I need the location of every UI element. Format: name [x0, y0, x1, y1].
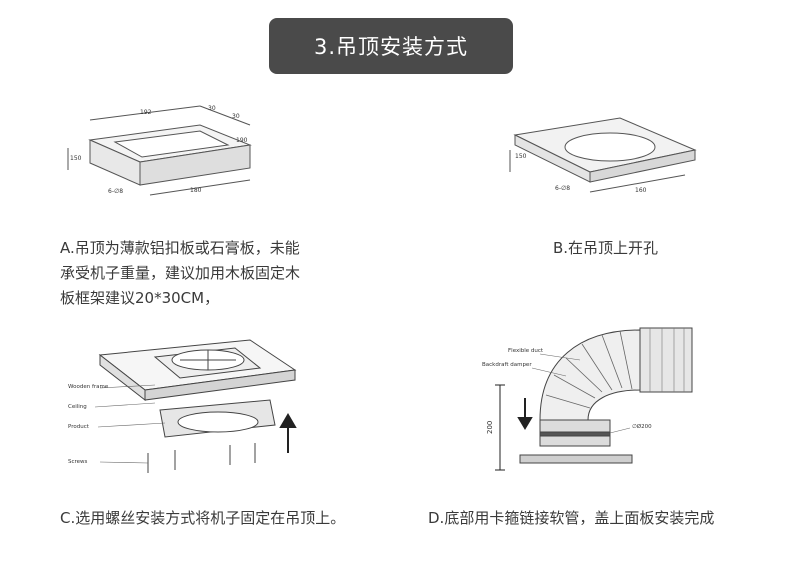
label-d-diameter: ∅Ø200 [632, 423, 652, 430]
caption-a: A.吊顶为薄款铝扣板或石膏板，未能 承受机子重量，建议加用木板固定木 板框架建议… [60, 236, 390, 311]
section-title: 3.吊顶安装方式 [269, 18, 513, 74]
dim-b-1: 150 [515, 153, 527, 160]
dim-a-2: 30 [208, 105, 216, 112]
caption-b-text: B.在吊顶上开孔 [553, 239, 659, 257]
caption-d: D.底部用卡箍链接软管，盖上面板安装完成 [428, 506, 714, 531]
dim-a-1: 192 [140, 109, 152, 116]
caption-c: C.选用螺丝安装方式将机子固定在吊顶上。 [60, 506, 345, 531]
label-d-flexible-duct: Flexible duct [508, 348, 544, 354]
diagram-d-duct-connection: Flexible duct Backdraft damper ∅Ø200 200 [482, 327, 693, 471]
diagram-c-screw-mount: Wooden frame Ceiling Product Screws [68, 339, 297, 473]
dim-a-4: 190 [236, 137, 248, 144]
label-c-ceiling: Ceiling [68, 404, 87, 410]
caption-a-line-1: A.吊顶为薄款铝扣板或石膏板，未能 [60, 239, 300, 257]
section-title-text: 3.吊顶安装方式 [313, 35, 469, 59]
label-d-backdraft-damper: Backdraft damper [482, 362, 532, 368]
caption-d-text: D.底部用卡箍链接软管，盖上面板安装完成 [428, 509, 715, 527]
caption-c-text: C.选用螺丝安装方式将机子固定在吊顶上。 [60, 509, 346, 527]
dim-a-6: 180 [190, 187, 202, 194]
caption-a-line-3: 板框架建议20*30CM， [60, 289, 220, 307]
caption-a-line-2: 承受机子重量，建议加用木板固定木 [60, 264, 301, 282]
dim-a-7: 6-∅8 [108, 188, 123, 195]
diagram-b-ceiling-hole: 150 160 6-∅8 [509, 117, 697, 194]
caption-b: B.在吊顶上开孔 [553, 236, 658, 261]
dim-a-5: 150 [70, 155, 82, 162]
dim-b-2: 160 [635, 187, 647, 194]
dim-b-3: 6-∅8 [555, 185, 570, 192]
label-c-screws: Screws [68, 459, 88, 465]
label-c-wooden-frame: Wooden frame [68, 384, 109, 390]
dim-d-height: 200 [486, 421, 494, 434]
diagram-a-wood-frame: 192 30 30 190 150 180 6-∅8 [67, 105, 252, 196]
dim-a-3: 30 [232, 113, 240, 120]
label-c-product: Product [68, 424, 90, 430]
